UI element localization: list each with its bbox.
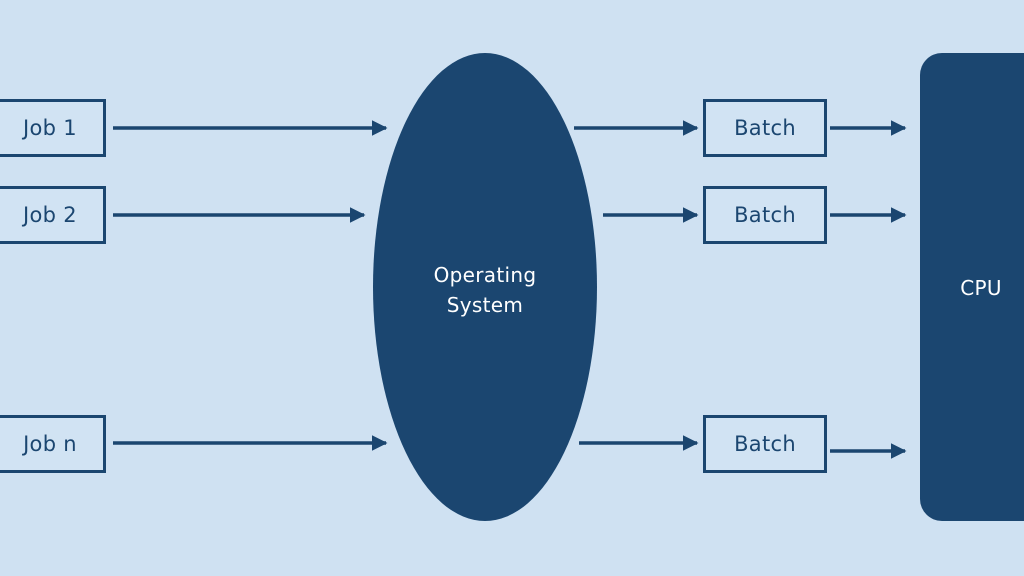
operating-system-node bbox=[373, 53, 597, 521]
cpu-label: CPU bbox=[960, 276, 1002, 300]
job-box-1: Job 1 bbox=[0, 99, 106, 157]
os-label-line2: System bbox=[446, 293, 524, 317]
job-label: Job 2 bbox=[23, 203, 77, 227]
job-box-2: Job 2 bbox=[0, 186, 106, 244]
batch-box-1: Batch bbox=[703, 99, 827, 157]
os-label-line1: Operating bbox=[433, 263, 537, 287]
job-label: Job 1 bbox=[23, 116, 77, 140]
batch-label: Batch bbox=[734, 203, 796, 227]
job-label: Job n bbox=[23, 432, 77, 456]
batch-box-3: Batch bbox=[703, 415, 827, 473]
batch-label: Batch bbox=[734, 116, 796, 140]
operating-system-label: Operating System bbox=[373, 260, 597, 320]
cpu-node bbox=[920, 53, 1024, 521]
batch-label: Batch bbox=[734, 432, 796, 456]
job-box-n: Job n bbox=[0, 415, 106, 473]
batch-box-2: Batch bbox=[703, 186, 827, 244]
